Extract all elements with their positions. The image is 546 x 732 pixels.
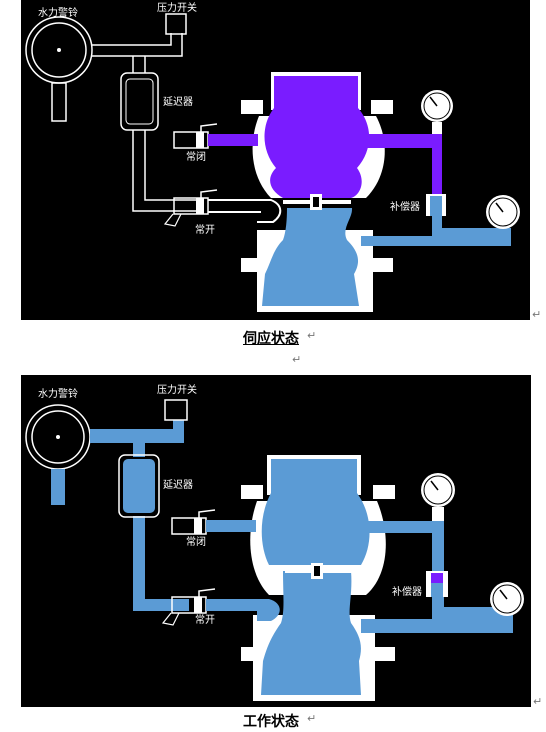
pressure-switch bbox=[165, 13, 187, 35]
return-mark: ↵ bbox=[533, 695, 543, 708]
normally-open-valve bbox=[163, 189, 282, 227]
label-normally-open: 常开 bbox=[195, 613, 215, 626]
upper-pressure-gauge bbox=[421, 473, 455, 507]
alarm-valve-body bbox=[241, 455, 395, 701]
standby-diagram-panel: 水力警铃 压力开关 延迟器 常闭 常开 补偿器 bbox=[21, 0, 530, 320]
return-mark: ↵ bbox=[307, 712, 317, 725]
label-compensator: 补偿器 bbox=[392, 585, 422, 598]
label-normally-closed: 常闭 bbox=[186, 535, 206, 548]
alarm-pipe bbox=[92, 33, 196, 212]
working-diagram: 水力警铃 压力开关 延迟器 常闭 常开 补偿器 bbox=[25, 383, 524, 701]
label-alarm-bell: 水力警铃 bbox=[38, 6, 78, 19]
label-pressure-switch: 压力开关 bbox=[157, 383, 197, 396]
water-alarm-bell bbox=[25, 404, 91, 505]
standby-caption: 伺应状态 bbox=[243, 331, 299, 347]
return-mark: ↵ bbox=[532, 308, 542, 321]
label-normally-closed: 常闭 bbox=[186, 150, 206, 163]
alarm-valve-body bbox=[241, 72, 393, 312]
upper-pressure-pipe bbox=[361, 521, 444, 533]
delay-chamber bbox=[118, 454, 160, 518]
normally-closed-valve bbox=[173, 123, 258, 149]
delay-chamber bbox=[120, 72, 159, 131]
lower-pressure-pipe bbox=[361, 228, 511, 246]
upper-pressure-pipe bbox=[361, 134, 442, 148]
compensator bbox=[426, 194, 446, 216]
water-alarm-bell bbox=[25, 16, 93, 122]
lower-pressure-gauge bbox=[490, 582, 524, 616]
standby-diagram: 水力警铃 压力开关 延迟器 常闭 常开 补偿器 bbox=[25, 1, 520, 312]
compensator bbox=[426, 571, 448, 597]
label-pressure-switch: 压力开关 bbox=[157, 1, 197, 14]
working-diagram-panel: 水力警铃 压力开关 延迟器 常闭 常开 补偿器 bbox=[21, 375, 531, 707]
lower-pressure-pipe bbox=[361, 607, 513, 633]
label-normally-open: 常开 bbox=[195, 223, 215, 236]
label-delay: 延迟器 bbox=[163, 95, 193, 108]
return-mark: ↵ bbox=[307, 329, 317, 342]
pressure-switch bbox=[164, 399, 188, 421]
lower-pressure-gauge bbox=[486, 195, 520, 229]
upper-pressure-gauge bbox=[421, 90, 453, 122]
return-mark: ↵ bbox=[292, 353, 302, 366]
normally-closed-valve bbox=[171, 509, 256, 535]
label-alarm-bell: 水力警铃 bbox=[38, 387, 78, 400]
normally-open-valve bbox=[161, 588, 280, 626]
alarm-pipe bbox=[90, 420, 189, 611]
label-compensator: 补偿器 bbox=[390, 200, 420, 213]
working-caption: 工作状态 bbox=[243, 714, 299, 730]
label-delay: 延迟器 bbox=[163, 478, 193, 491]
